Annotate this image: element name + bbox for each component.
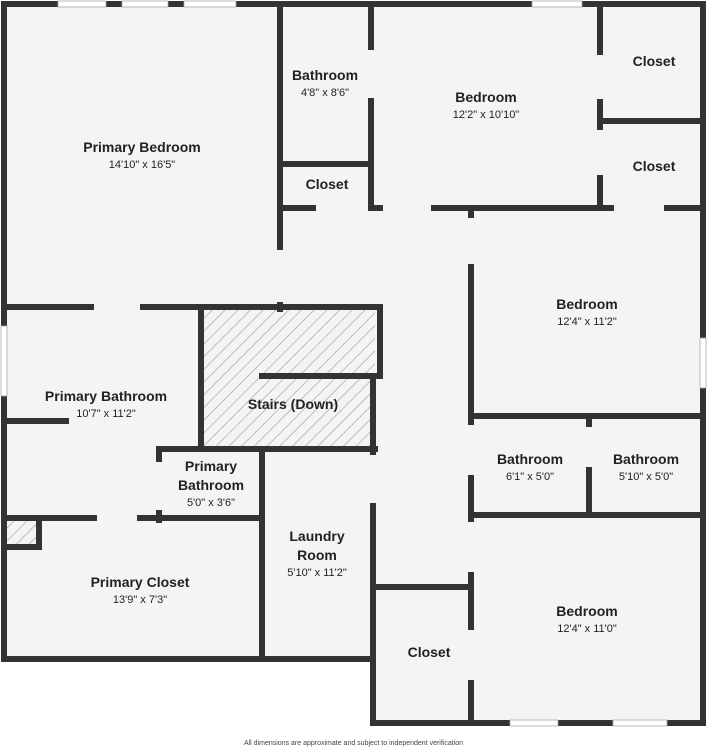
door-opening — [597, 130, 603, 175]
room-dims-bathroom-b: 5'10" x 5'0" — [619, 471, 673, 483]
room-label-primary-closet: Primary Closet — [91, 574, 190, 590]
utility-hatch — [6, 521, 39, 545]
door-opening — [468, 218, 474, 264]
room-dims-primary-bathroom-small: 5'0" x 3'6" — [187, 497, 235, 509]
room-dims-bathroom-top: 4'8" x 8'6" — [301, 87, 349, 99]
window — [121, 0, 169, 8]
room-dims-primary-closet: 13'9" x 7'3" — [113, 594, 167, 606]
room-label-closet-mid: Closet — [306, 176, 349, 192]
door-opening — [383, 205, 431, 211]
door-opening — [597, 55, 603, 99]
window — [183, 0, 237, 8]
room-label-bedroom-bottom: Bedroom — [556, 603, 617, 619]
room-dims-primary-bathroom: 10'7" x 11'2" — [76, 408, 136, 420]
room-label-bathroom-a: Bathroom — [497, 451, 563, 467]
window — [0, 325, 8, 397]
disclaimer-footer: All dimensions are approximate and subje… — [243, 740, 464, 747]
room-label-closet-top-right: Closet — [633, 53, 676, 69]
window — [699, 337, 707, 389]
room-label-bedroom-right: Bedroom — [556, 296, 617, 312]
window — [531, 0, 583, 8]
room-label-laundry-2: Room — [297, 547, 337, 563]
room-label-bathroom-b: Bathroom — [613, 451, 679, 467]
window — [509, 719, 559, 727]
windows — [0, 0, 707, 727]
room-dims-laundry: 5'10" x 11'2" — [287, 567, 347, 579]
door-opening — [468, 522, 474, 572]
room-label-closet-bottom: Closet — [408, 644, 451, 660]
door-opening — [277, 250, 283, 302]
room-label-bedroom-top: Bedroom — [455, 89, 516, 105]
door-opening — [156, 462, 162, 510]
door-opening — [94, 304, 140, 310]
door-opening — [468, 630, 474, 680]
room-dims-bedroom-top: 12'2" x 10'10" — [453, 109, 520, 121]
door-opening — [97, 515, 137, 521]
door-opening — [586, 427, 592, 467]
door-opening — [614, 205, 664, 211]
room-label-stairs: Stairs (Down) — [248, 396, 338, 412]
door-openings — [94, 50, 664, 680]
door-opening — [370, 455, 376, 503]
room-dims-primary-bedroom: 14'10" x 16'5" — [109, 159, 176, 171]
walls — [1, 1, 706, 726]
room-label-primary-bathroom-small-2: Bathroom — [178, 477, 244, 493]
room-label-bathroom-top: Bathroom — [292, 67, 358, 83]
door-opening — [468, 425, 474, 475]
room-dims-bedroom-bottom: 12'4" x 11'0" — [557, 623, 617, 635]
door-opening — [316, 205, 368, 211]
room-label-closet-right-mid: Closet — [633, 158, 676, 174]
room-label-laundry-1: Laundry — [289, 528, 344, 544]
door-opening — [368, 50, 374, 98]
room-dims-bathroom-a: 6'1" x 5'0" — [506, 471, 554, 483]
room-label-primary-bathroom-small-1: Primary — [185, 458, 237, 474]
room-label-primary-bedroom: Primary Bedroom — [83, 139, 200, 155]
room-label-primary-bathroom: Primary Bathroom — [45, 388, 167, 404]
window — [612, 719, 668, 727]
room-dims-bedroom-right: 12'4" x 11'2" — [557, 316, 617, 328]
window — [57, 0, 107, 8]
